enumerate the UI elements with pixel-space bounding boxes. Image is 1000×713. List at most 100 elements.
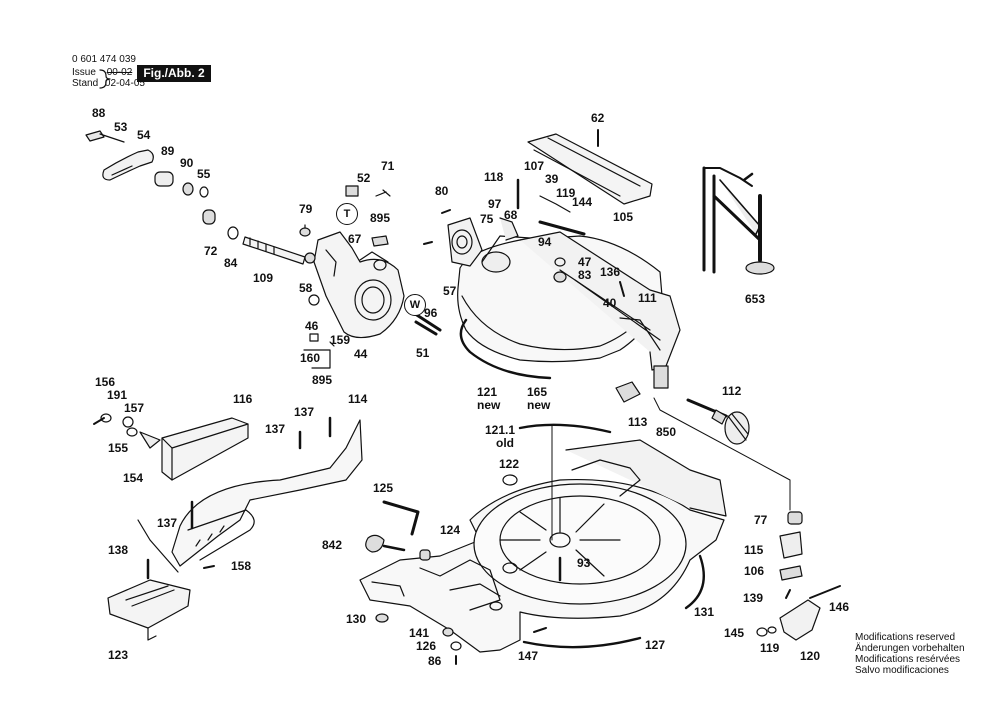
symbol-w-circle: W — [404, 294, 426, 316]
part-113-shape — [615, 381, 641, 403]
label-114: 114 — [348, 392, 368, 406]
issue-value: 00-02 — [106, 67, 133, 78]
guard-strip-121 — [459, 318, 552, 380]
label-139: 139 — [743, 591, 764, 605]
handle-assembly — [85, 130, 311, 265]
label-145: 145 — [724, 626, 745, 640]
label-131: 131 — [694, 605, 715, 619]
label-124: 124 — [440, 523, 461, 537]
top-plate — [527, 129, 653, 205]
label-154: 154 — [123, 471, 144, 485]
label-144: 144 — [572, 195, 593, 209]
label-71: 71 — [381, 159, 395, 173]
notice-line-en: Modifications reserved — [855, 632, 956, 643]
label-137-middle: 137 — [265, 422, 286, 436]
left-fence — [93, 413, 363, 573]
label-97: 97 — [488, 197, 502, 211]
issue-label: Issue — [72, 67, 96, 78]
label-75: 75 — [480, 212, 494, 226]
label-125: 125 — [373, 481, 394, 495]
label-107: 107 — [524, 159, 545, 173]
label-158: 158 — [231, 559, 252, 573]
label-39: 39 — [545, 172, 559, 186]
label-119-bottom: 119 — [760, 641, 780, 655]
label-160: 160 — [300, 351, 321, 365]
symbol-t-circle: T — [336, 203, 358, 225]
label-121-new: new — [477, 398, 501, 412]
label-113: 113 — [628, 415, 648, 429]
label-62: 62 — [591, 111, 605, 125]
arc-127 — [522, 636, 642, 649]
label-67: 67 — [348, 232, 362, 246]
label-138: 138 — [108, 543, 129, 557]
hex-wrench — [382, 500, 420, 536]
label-895-bottom: 895 — [312, 373, 333, 387]
label-72: 72 — [204, 244, 218, 258]
figure-label: Fig./Abb. 2 — [137, 65, 211, 82]
label-86: 86 — [428, 654, 442, 668]
label-141: 141 — [409, 626, 430, 640]
label-121: 121 — [477, 385, 498, 399]
label-93: 93 — [577, 556, 591, 570]
label-83: 83 — [578, 268, 592, 282]
label-146: 146 — [829, 600, 850, 614]
label-105: 105 — [613, 210, 634, 224]
label-88: 88 — [92, 106, 106, 120]
guard-strip-121-1 — [518, 423, 612, 434]
label-165: 165 — [527, 385, 548, 399]
label-116: 116 — [233, 392, 253, 406]
label-653: 653 — [745, 292, 766, 306]
label-130: 130 — [346, 612, 367, 626]
notice-line-fr: Modifications resérvées — [855, 654, 961, 665]
right-parts — [653, 397, 841, 641]
label-118: 118 — [484, 170, 504, 184]
label-112: 112 — [722, 384, 742, 398]
notice-line-es: Salvo modificaciones — [855, 665, 949, 676]
label-165-new: new — [527, 398, 551, 412]
label-96: 96 — [424, 306, 438, 320]
label-155: 155 — [108, 441, 129, 455]
label-121-1-old: old — [496, 436, 514, 450]
label-842: 842 — [322, 538, 343, 552]
label-111: 111 — [638, 291, 657, 305]
label-120: 120 — [800, 649, 821, 663]
label-850: 850 — [656, 425, 677, 439]
label-47: 47 — [578, 255, 592, 269]
hold-down-clamp — [702, 166, 775, 275]
knob-842 — [365, 534, 385, 553]
bracket-assembly — [303, 185, 442, 369]
label-79: 79 — [299, 202, 313, 216]
label-159: 159 — [330, 333, 351, 347]
arc-131 — [684, 554, 705, 610]
part-number: 0 601 474 039 — [72, 54, 136, 65]
label-137-bottom: 137 — [157, 516, 178, 530]
label-77: 77 — [754, 513, 768, 527]
label-80: 80 — [435, 184, 449, 198]
label-46: 46 — [305, 319, 319, 333]
lock-knob — [686, 398, 750, 445]
label-40: 40 — [603, 296, 617, 310]
stand-value: 02-04-05 — [104, 78, 145, 89]
label-119-top: 119 — [556, 186, 576, 200]
label-109: 109 — [253, 271, 274, 285]
blade-guard — [423, 178, 681, 389]
label-115: 115 — [744, 543, 764, 557]
part-124-shape — [419, 549, 431, 561]
label-52: 52 — [357, 171, 371, 185]
label-126: 126 — [416, 639, 437, 653]
label-53: 53 — [114, 120, 128, 134]
label-54: 54 — [137, 128, 151, 142]
label-55: 55 — [197, 167, 211, 181]
label-57: 57 — [443, 284, 457, 298]
label-122: 122 — [499, 457, 520, 471]
label-68: 68 — [504, 208, 518, 222]
label-89: 89 — [161, 144, 175, 158]
label-137-top: 137 — [294, 405, 315, 419]
label-123: 123 — [108, 648, 129, 662]
label-106: 106 — [744, 564, 765, 578]
label-157: 157 — [124, 401, 145, 415]
stand-row: Stand 02-04-05 — [72, 78, 145, 89]
modifications-notice: Modifications reserved Änderungen vorbeh… — [855, 632, 965, 676]
label-58: 58 — [299, 281, 313, 295]
